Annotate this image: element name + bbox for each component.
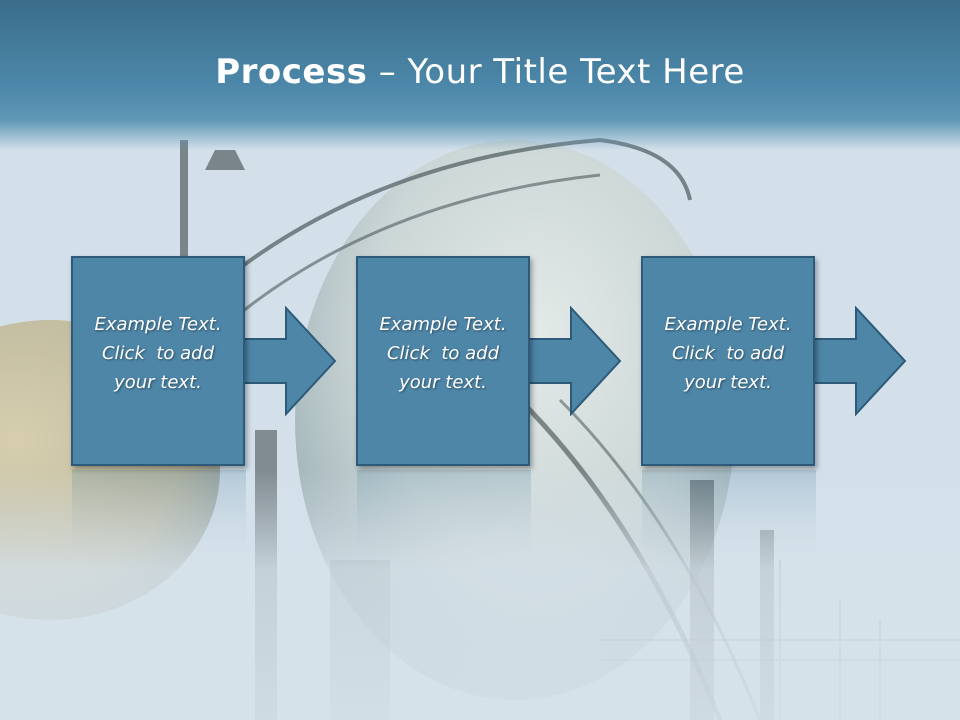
bottom-fade xyxy=(0,470,960,720)
step-line: your text. xyxy=(114,372,202,393)
step-line: your text. xyxy=(399,372,487,393)
title-bold: Process xyxy=(215,52,368,92)
step-line: your text. xyxy=(684,372,772,393)
right-arrow-icon xyxy=(524,306,622,416)
step-box xyxy=(356,256,530,466)
process-step-3[interactable]: Example Text. Click to add your text. xyxy=(641,256,815,466)
step-line: Example Text. xyxy=(664,314,792,335)
step-box xyxy=(641,256,815,466)
step-text[interactable]: Example Text. Click to add your text. xyxy=(641,310,815,397)
step-box xyxy=(71,256,245,466)
step-line: Example Text. xyxy=(94,314,222,335)
process-step-1[interactable]: Example Text. Click to add your text. xyxy=(71,256,245,466)
right-arrow-icon xyxy=(809,306,907,416)
step-line: Click to add xyxy=(671,343,784,364)
right-arrow-icon xyxy=(239,306,337,416)
process-step-2[interactable]: Example Text. Click to add your text. xyxy=(356,256,530,466)
step-line: Example Text. xyxy=(379,314,507,335)
slide-title[interactable]: Process – Your Title Text Here xyxy=(0,52,960,92)
title-band xyxy=(0,0,960,150)
title-rest: – Your Title Text Here xyxy=(367,52,745,92)
step-text[interactable]: Example Text. Click to add your text. xyxy=(356,310,530,397)
step-text[interactable]: Example Text. Click to add your text. xyxy=(71,310,245,397)
step-line: Click to add xyxy=(386,343,499,364)
step-line: Click to add xyxy=(101,343,214,364)
